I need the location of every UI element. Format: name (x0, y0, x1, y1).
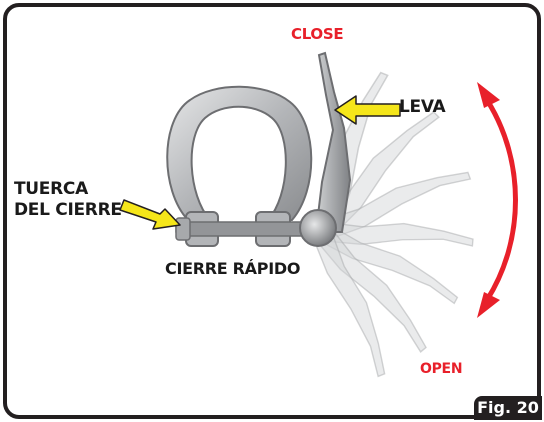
tuerca-pointer-arrow (119, 199, 181, 230)
close-label: CLOSE (291, 25, 344, 43)
open-label: OPEN (420, 361, 463, 377)
lever-pivot (299, 209, 337, 247)
cierre-rapido-label: CIERRE RÁPIDO (165, 259, 301, 278)
tuerca-label-line1: TUERCA (14, 179, 88, 199)
rotation-arrow (477, 82, 518, 318)
leva-label: LEVA (399, 97, 446, 117)
cam-lever (299, 51, 352, 247)
closure-nut (175, 217, 191, 241)
leva-pointer-arrow (334, 95, 401, 125)
figure-number-badge: Fig. 20 (474, 396, 542, 420)
tuerca-label-line2: DEL CIERRE (14, 200, 122, 220)
